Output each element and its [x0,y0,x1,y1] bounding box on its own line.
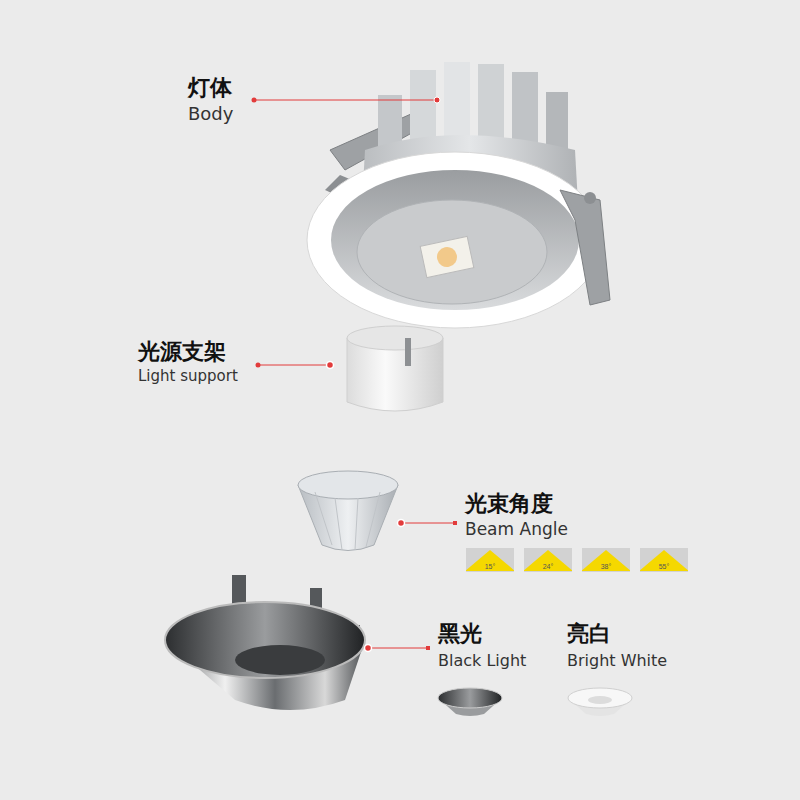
beam-angle-icon: 24° [524,548,572,572]
beam-triangle [640,550,688,571]
part-name-en: Beam Angle [465,520,568,539]
spring-clip [584,192,596,204]
beam-triangle [524,550,572,571]
beam-angle-icon: 38° [582,548,630,572]
finish-black-sample [438,688,502,716]
finish-name-en: Bright White [567,652,667,670]
part-name-en: Light support [138,368,238,385]
finish-white-sample [568,688,632,716]
cob-board [420,236,474,277]
beam-angle-value: 55° [640,563,688,570]
part-name: 灯体 [188,76,232,100]
finish-name-en: Black Light [438,652,526,670]
beam-angle-icon: 15° [466,548,514,572]
finish-name: 黑光 [438,622,482,646]
inner-cavity [331,170,579,310]
lamp-body [307,62,610,328]
leader-lines [252,97,458,652]
spring-clip [560,190,610,305]
finish-name: 亮白 [567,622,611,646]
inner-cavity [357,200,547,304]
reflector [165,575,365,710]
beam-angle-value: 15° [466,563,514,570]
lens [298,471,398,551]
trim-ring [307,152,603,328]
part-name: 光源支架 [138,340,226,364]
beam-angle-icon: 55° [640,548,688,572]
beam-triangle [582,550,630,571]
cob-led [435,245,459,269]
beam-triangle [466,550,514,571]
beam-angle-value: 38° [582,563,630,570]
beam-angle-value: 24° [524,563,572,570]
part-name: 光束角度 [465,492,553,516]
part-name-en: Body [188,104,233,124]
light-support [347,326,443,411]
